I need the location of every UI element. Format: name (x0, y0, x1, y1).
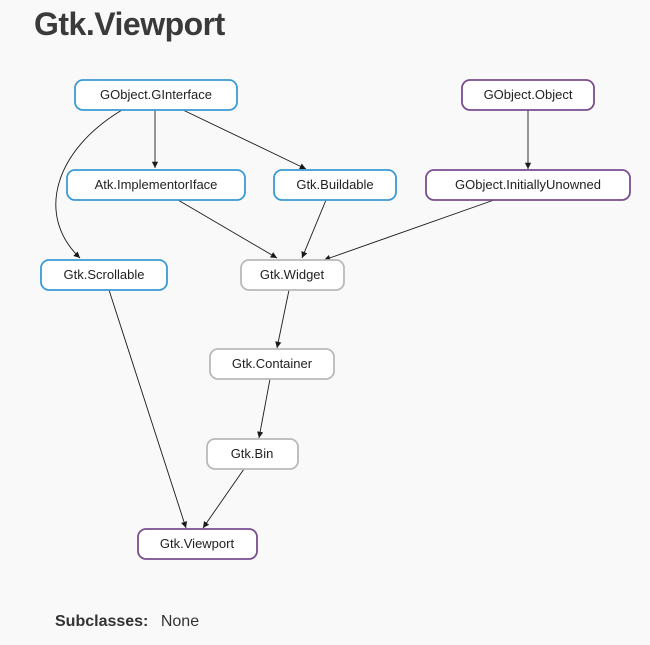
node-gtk-viewport[interactable]: Gtk.Viewport (137, 528, 258, 560)
node-label: Gtk.Bin (231, 446, 274, 461)
node-gtk-scrollable[interactable]: Gtk.Scrollable (40, 259, 168, 291)
node-gtk-container[interactable]: Gtk.Container (209, 348, 335, 380)
node-label: Gtk.Buildable (296, 177, 373, 192)
node-label: Gtk.Widget (260, 267, 325, 282)
class-hierarchy-diagram: GObject.GInterface GObject.Object Atk.Im… (40, 79, 631, 560)
edge-ginterface-to-buildable (182, 109, 307, 170)
node-label: GObject.Object (484, 87, 573, 102)
edge-initiallyunowned-to-widget (323, 199, 495, 261)
node-gobject-object[interactable]: GObject.Object (461, 79, 595, 111)
node-label: Atk.ImplementorIface (95, 177, 218, 192)
edge-bin-to-viewport (202, 468, 245, 529)
node-atk-implementoriface[interactable]: Atk.ImplementorIface (66, 169, 246, 201)
node-label: Gtk.Container (232, 356, 313, 371)
edge-ginterface-to-scrollable (55, 109, 123, 259)
node-gobject-ginterface[interactable]: GObject.GInterface (74, 79, 238, 111)
subclasses-label: Subclasses: (55, 613, 149, 630)
node-gtk-buildable[interactable]: Gtk.Buildable (273, 169, 397, 201)
subclasses-value: None (160, 613, 200, 630)
node-gobject-initiallyunowned[interactable]: GObject.InitiallyUnowned (425, 169, 631, 201)
subclasses-section: Subclasses: None (55, 613, 199, 631)
node-label: GObject.GInterface (100, 87, 212, 102)
node-gtk-bin[interactable]: Gtk.Bin (206, 438, 299, 470)
edge-implementoriface-to-widget (177, 199, 278, 259)
edge-scrollable-to-viewport (108, 289, 188, 529)
edge-container-to-bin (257, 378, 271, 439)
edge-widget-to-container (275, 289, 290, 349)
node-label: GObject.InitiallyUnowned (455, 177, 601, 192)
edge-buildable-to-widget (301, 199, 327, 259)
node-label: Gtk.Viewport (160, 536, 235, 551)
page-title: Gtk.Viewport (34, 6, 225, 42)
node-gtk-widget[interactable]: Gtk.Widget (240, 259, 345, 291)
node-label: Gtk.Scrollable (64, 267, 145, 282)
